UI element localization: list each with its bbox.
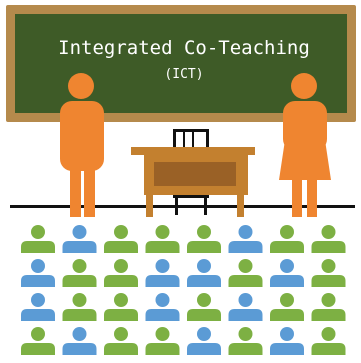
students-grid <box>21 225 346 355</box>
teacher-desk <box>131 147 255 217</box>
chalkboard-title: Integrated Co-Teaching <box>58 37 310 59</box>
student-icon <box>62 293 97 321</box>
student-icon <box>62 259 97 287</box>
student-icon <box>145 259 180 287</box>
student-icon <box>104 293 138 321</box>
student-icon <box>228 225 263 253</box>
student-icon <box>187 225 221 253</box>
student-icon <box>21 259 55 287</box>
student-icon <box>145 293 180 321</box>
student-icon <box>187 293 221 321</box>
student-icon <box>187 327 221 355</box>
student-icon <box>311 259 346 287</box>
chalkboard: Integrated Co-Teaching (ICT) <box>6 5 356 122</box>
student-icon <box>62 327 97 355</box>
chair <box>173 129 209 215</box>
chalkboard-subtitle: (ICT) <box>164 67 203 82</box>
desk-leg-right <box>237 195 244 217</box>
student-icon <box>21 225 55 253</box>
student-icon <box>270 293 304 321</box>
student-icon <box>62 225 97 253</box>
student-icon <box>104 259 138 287</box>
chalkboard-surface <box>15 14 347 113</box>
student-icon <box>270 327 304 355</box>
student-icon <box>104 225 138 253</box>
student-icon <box>228 259 263 287</box>
student-icon <box>311 327 346 355</box>
student-icon <box>21 327 55 355</box>
desk-top <box>131 147 255 155</box>
student-icon <box>145 327 180 355</box>
student-icon <box>145 225 180 253</box>
student-icon <box>311 293 346 321</box>
student-icon <box>104 327 138 355</box>
student-icon <box>270 225 304 253</box>
student-icon <box>311 225 346 253</box>
student-icon <box>187 259 221 287</box>
teacher-figure-right <box>279 73 331 217</box>
floor-line <box>10 205 355 208</box>
student-icon <box>228 327 263 355</box>
desk-leg-left <box>146 195 153 217</box>
student-icon <box>228 293 263 321</box>
student-icon <box>21 293 55 321</box>
student-icon <box>270 259 304 287</box>
teacher-figure-left <box>60 73 104 217</box>
desk-drawer-panel <box>154 162 236 186</box>
